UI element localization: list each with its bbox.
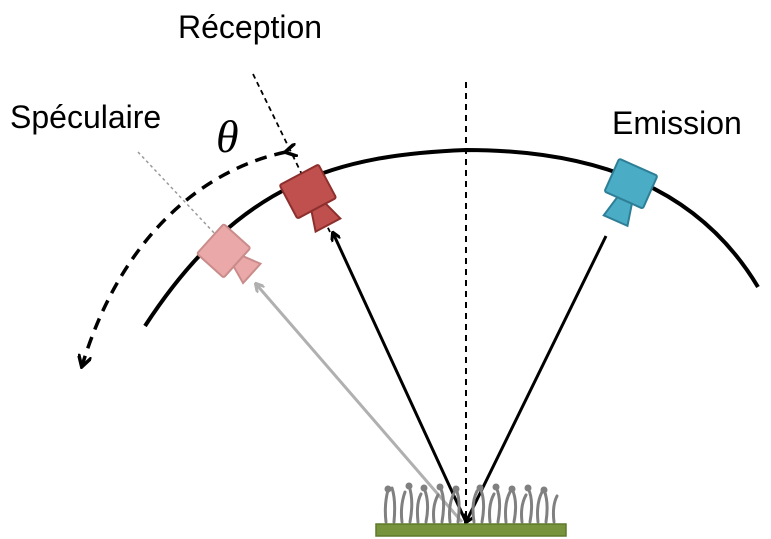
reception-label: Réception [178,9,322,45]
emission-label: Emission [612,105,742,141]
speculaire-label: Spéculaire [10,99,161,135]
vegetation-tips [384,482,548,494]
theta-angle-arrow [82,152,286,366]
ground-surface [375,523,567,537]
reception-ray [333,233,468,523]
vegetation-icon [383,484,559,524]
theta-label: θ [216,111,239,162]
emission-ray [466,235,608,522]
receiver-camera-icon [279,164,342,234]
emitter-camera-icon [602,158,658,228]
specular-camera-icon [196,223,263,285]
specular-ray [256,284,464,523]
